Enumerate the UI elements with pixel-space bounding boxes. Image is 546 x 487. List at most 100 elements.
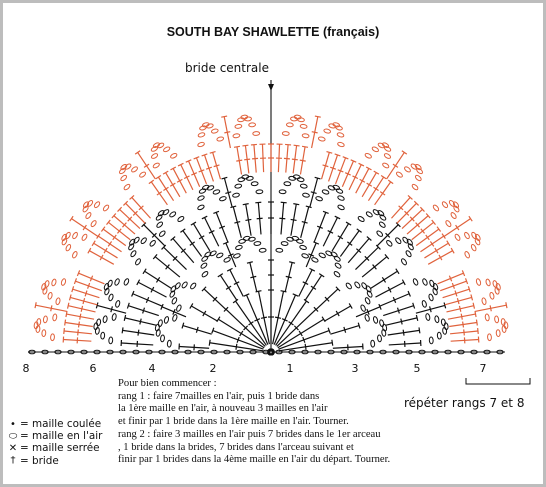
stitch-mark (398, 205, 404, 211)
stitch-mark (373, 186, 379, 192)
chain-mark (327, 185, 336, 191)
stitch-mark (176, 178, 183, 183)
stitch-mark (201, 153, 208, 157)
chain-mark (321, 189, 330, 195)
stitch-mark (443, 302, 447, 309)
chain-mark (131, 166, 138, 173)
chain-mark (80, 349, 88, 355)
instruction-line: rang 1 : faire 7mailles en l'air, puis 1… (118, 390, 320, 402)
chain-mark (457, 349, 465, 355)
stitch-mark (82, 224, 87, 231)
chain-mark (72, 251, 78, 259)
stitch-mark (236, 159, 243, 162)
stitch-mark (366, 308, 370, 315)
stitch-mark (274, 316, 282, 319)
chain-mark (41, 349, 49, 355)
stitch-mark (254, 318, 261, 322)
legend-label: = maille en l'air (20, 430, 103, 443)
stitch-mark (352, 175, 359, 180)
chain-mark (315, 196, 323, 202)
stitch-mark (142, 307, 146, 314)
chain-mark (404, 166, 411, 173)
stitch-mark (91, 240, 96, 247)
chain-mark (288, 349, 296, 355)
chain-mark (50, 333, 55, 342)
chain-mark (155, 328, 161, 337)
chain-mark (233, 253, 241, 259)
chain-mark (317, 136, 326, 142)
stitch-mark (63, 327, 65, 335)
chain-mark (445, 220, 452, 228)
stitch-mark (79, 313, 82, 320)
stitch-mark (198, 169, 205, 173)
chain-mark (405, 349, 413, 355)
stitch-mark (107, 241, 113, 247)
chain-mark (402, 236, 409, 244)
stitch-mark (429, 306, 432, 313)
chain-mark (197, 141, 205, 148)
stitch-mark (327, 327, 331, 334)
stitch-mark (429, 241, 435, 247)
chain-mark (176, 304, 182, 312)
chain-mark (386, 239, 393, 247)
stitch-mark (246, 261, 253, 264)
stitch-mark (82, 298, 86, 305)
stitch-mark (314, 115, 321, 118)
stitch-mark (381, 277, 387, 283)
chain-mark (377, 142, 385, 149)
stitch-mark (345, 221, 352, 226)
stitch-mark (470, 294, 474, 301)
chain-mark (232, 192, 240, 198)
chain-mark (370, 339, 376, 348)
stitch-mark (71, 286, 75, 293)
stitch-mark (366, 182, 373, 187)
row-number-label: 4 (149, 362, 156, 375)
stitch-mark (407, 290, 411, 297)
chain-mark (301, 133, 310, 139)
stitch-mark (180, 248, 187, 254)
stitch-mark (401, 279, 406, 286)
stitch-mark (337, 235, 344, 240)
stitch-mark (242, 203, 249, 206)
chain-mark (162, 209, 170, 216)
stitch-mark (401, 150, 408, 155)
stitch-mark (195, 326, 199, 333)
stitch-mark (324, 296, 330, 302)
stitch-mark (208, 229, 215, 234)
chain-mark (128, 243, 135, 251)
stitch-mark (80, 305, 84, 312)
stitch-mark (150, 286, 155, 293)
chain-mark (428, 336, 434, 345)
legend-item-chain: ⬭ = maille en l'air (6, 430, 103, 443)
stitch-mark (378, 303, 382, 310)
chain-mark (177, 216, 185, 222)
chain-mark (421, 300, 427, 308)
centre-stitch-label: bride centrale (185, 61, 269, 75)
stitch-mark (163, 186, 169, 192)
stitch-mark (379, 191, 386, 196)
stitch-mark (293, 144, 300, 147)
stitch-mark (285, 275, 292, 279)
chain-mark (407, 243, 414, 251)
chain-mark (200, 262, 208, 269)
legend-label: = maille serrée (20, 442, 100, 455)
chain-mark (28, 349, 36, 355)
stitch-mark (248, 321, 254, 326)
stitch-mark (235, 343, 238, 350)
stitch-mark (455, 224, 460, 231)
stitch-mark (95, 302, 99, 309)
stitch-mark (201, 215, 208, 220)
chain-mark (365, 211, 373, 218)
stitch-mark (293, 325, 299, 331)
stitch-mark (126, 302, 130, 309)
stitch-mark (77, 321, 80, 328)
stitch-mark (289, 261, 296, 264)
chain-mark (485, 278, 491, 287)
chain-mark (252, 131, 261, 136)
chain-mark (184, 349, 192, 355)
stitch-mark (335, 286, 341, 292)
chain-mark (93, 201, 101, 209)
chain-mark (82, 205, 89, 213)
chain-mark (35, 325, 41, 333)
stitch-mark (103, 247, 108, 254)
